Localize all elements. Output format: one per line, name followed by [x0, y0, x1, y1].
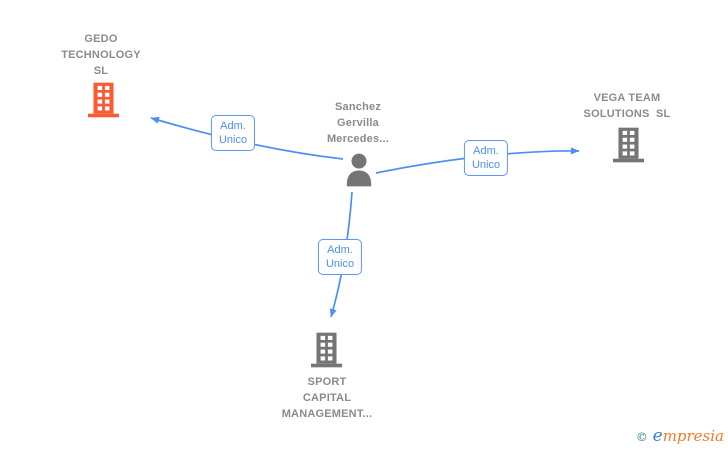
- node-label-line: SOLUTIONS SL: [583, 108, 671, 120]
- edge-label-line: Unico: [325, 258, 355, 270]
- edge-label-line: Adm.: [473, 145, 499, 157]
- node-label-line: CAPITAL: [302, 392, 352, 404]
- node-label-line: TECHNOLOGY: [61, 49, 141, 61]
- node-label-line: MANAGEMENT...: [281, 408, 373, 420]
- node-label-line: Gervilla: [337, 117, 379, 129]
- logo-text: mpresia: [662, 427, 724, 445]
- edge-label-line: Adm.: [327, 244, 353, 256]
- node-label-line: Sanchez: [334, 101, 382, 113]
- copyright-icon: ©: [635, 430, 648, 444]
- edge-label-person-gedo[interactable]: Adm. Unico: [210, 115, 256, 151]
- building-icon[interactable]: [88, 82, 119, 118]
- empresia-logo[interactable]: © empresia: [636, 426, 724, 447]
- node-label-line: VEGA TEAM: [593, 92, 661, 104]
- node-label-gedo: GEDO TECHNOLOGY SL: [26, 31, 176, 79]
- edge-label-line: Unico: [218, 134, 248, 146]
- node-label-line: SL: [93, 65, 109, 77]
- logo-initial: e: [652, 426, 663, 446]
- edge-label-line: Adm.: [220, 120, 246, 132]
- node-label-sport: SPORT CAPITAL MANAGEMENT...: [252, 374, 402, 422]
- node-label-vega: VEGA TEAM SOLUTIONS SL: [552, 90, 702, 122]
- node-label-line: SPORT: [307, 376, 347, 388]
- edge-label-person-vega[interactable]: Adm. Unico: [463, 140, 509, 176]
- building-icon[interactable]: [613, 127, 644, 163]
- node-label-line: Mercedes...: [326, 133, 390, 145]
- building-icon[interactable]: [311, 332, 342, 368]
- node-label-line: GEDO: [84, 33, 118, 45]
- node-label-person: Sanchez Gervilla Mercedes...: [283, 99, 433, 147]
- person-icon[interactable]: [344, 152, 374, 187]
- edge-label-line: Unico: [471, 159, 501, 171]
- edge-label-person-sport[interactable]: Adm. Unico: [317, 239, 363, 275]
